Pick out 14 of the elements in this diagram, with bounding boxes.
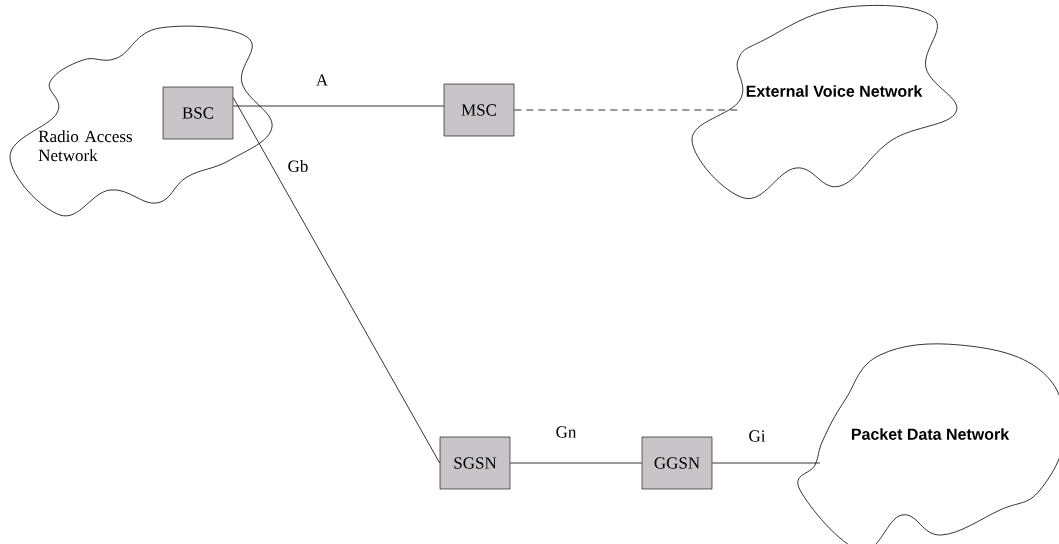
cloud: Packet Data Network xyxy=(797,343,1059,544)
connector-line xyxy=(509,462,643,464)
connector-line xyxy=(232,105,445,107)
cloud: External Voice Network xyxy=(691,5,958,199)
network-box: GGSN xyxy=(641,436,713,490)
connector-line xyxy=(711,462,821,464)
edge-label: Gn xyxy=(556,426,577,438)
network-box: SGSN xyxy=(439,436,511,490)
connector-line xyxy=(232,97,441,464)
network-box: MSC xyxy=(443,83,515,137)
edge-label: A xyxy=(316,74,328,86)
edge-label: Gb xyxy=(288,160,308,172)
edge-label: Gi xyxy=(749,430,766,442)
network-box: BSC xyxy=(162,86,234,140)
